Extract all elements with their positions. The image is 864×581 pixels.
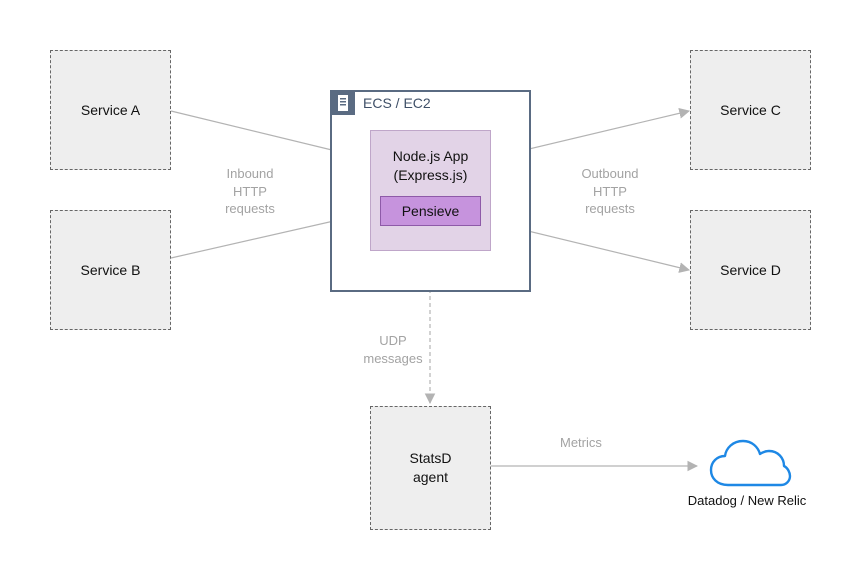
- service-b-box: Service B: [50, 210, 171, 330]
- service-c-label: Service C: [720, 101, 781, 118]
- service-b-label: Service B: [80, 261, 141, 278]
- inbound-label: Inbound HTTP requests: [210, 165, 290, 218]
- outbound-label: Outbound HTTP requests: [565, 165, 655, 218]
- host-title: ECS / EC2: [363, 95, 431, 111]
- outbound-label-line-3: requests: [585, 201, 635, 217]
- nodejs-app-box: [370, 130, 491, 251]
- statsd-label-line-1: StatsD: [409, 450, 452, 467]
- nodejs-app-framework: (Express.js): [393, 166, 468, 183]
- metrics-label: Metrics: [560, 435, 602, 450]
- service-d-label: Service D: [720, 261, 781, 278]
- service-d-box: Service D: [690, 210, 811, 330]
- inbound-label-line-2: HTTP: [233, 183, 267, 199]
- statsd-label-line-2: agent: [412, 469, 449, 485]
- server-icon-glyph: [338, 95, 348, 111]
- nodejs-app-label: Node.js App (Express.js): [370, 147, 491, 185]
- udp-label: UDP messages: [353, 332, 433, 367]
- service-a-box: Service A: [50, 50, 171, 170]
- service-a-label: Service A: [80, 101, 141, 118]
- pensieve-label: Pensieve: [401, 203, 460, 219]
- service-c-box: Service C: [690, 50, 811, 170]
- outbound-label-line-1: Outbound: [581, 166, 639, 181]
- statsd-agent-box: StatsD agent: [370, 406, 491, 530]
- udp-label-line-2: messages: [363, 350, 423, 366]
- server-icon: [331, 91, 355, 115]
- inbound-label-line-3: requests: [225, 201, 275, 217]
- nodejs-app-name: Node.js App: [392, 148, 469, 164]
- cloud-icon: [709, 439, 792, 487]
- pensieve-box: Pensieve: [380, 196, 481, 226]
- destination-label: Datadog / New Relic: [687, 493, 807, 508]
- inbound-label-line-1: Inbound: [226, 166, 274, 181]
- outbound-label-line-2: HTTP: [593, 183, 627, 199]
- udp-label-line-1: UDP: [379, 333, 407, 348]
